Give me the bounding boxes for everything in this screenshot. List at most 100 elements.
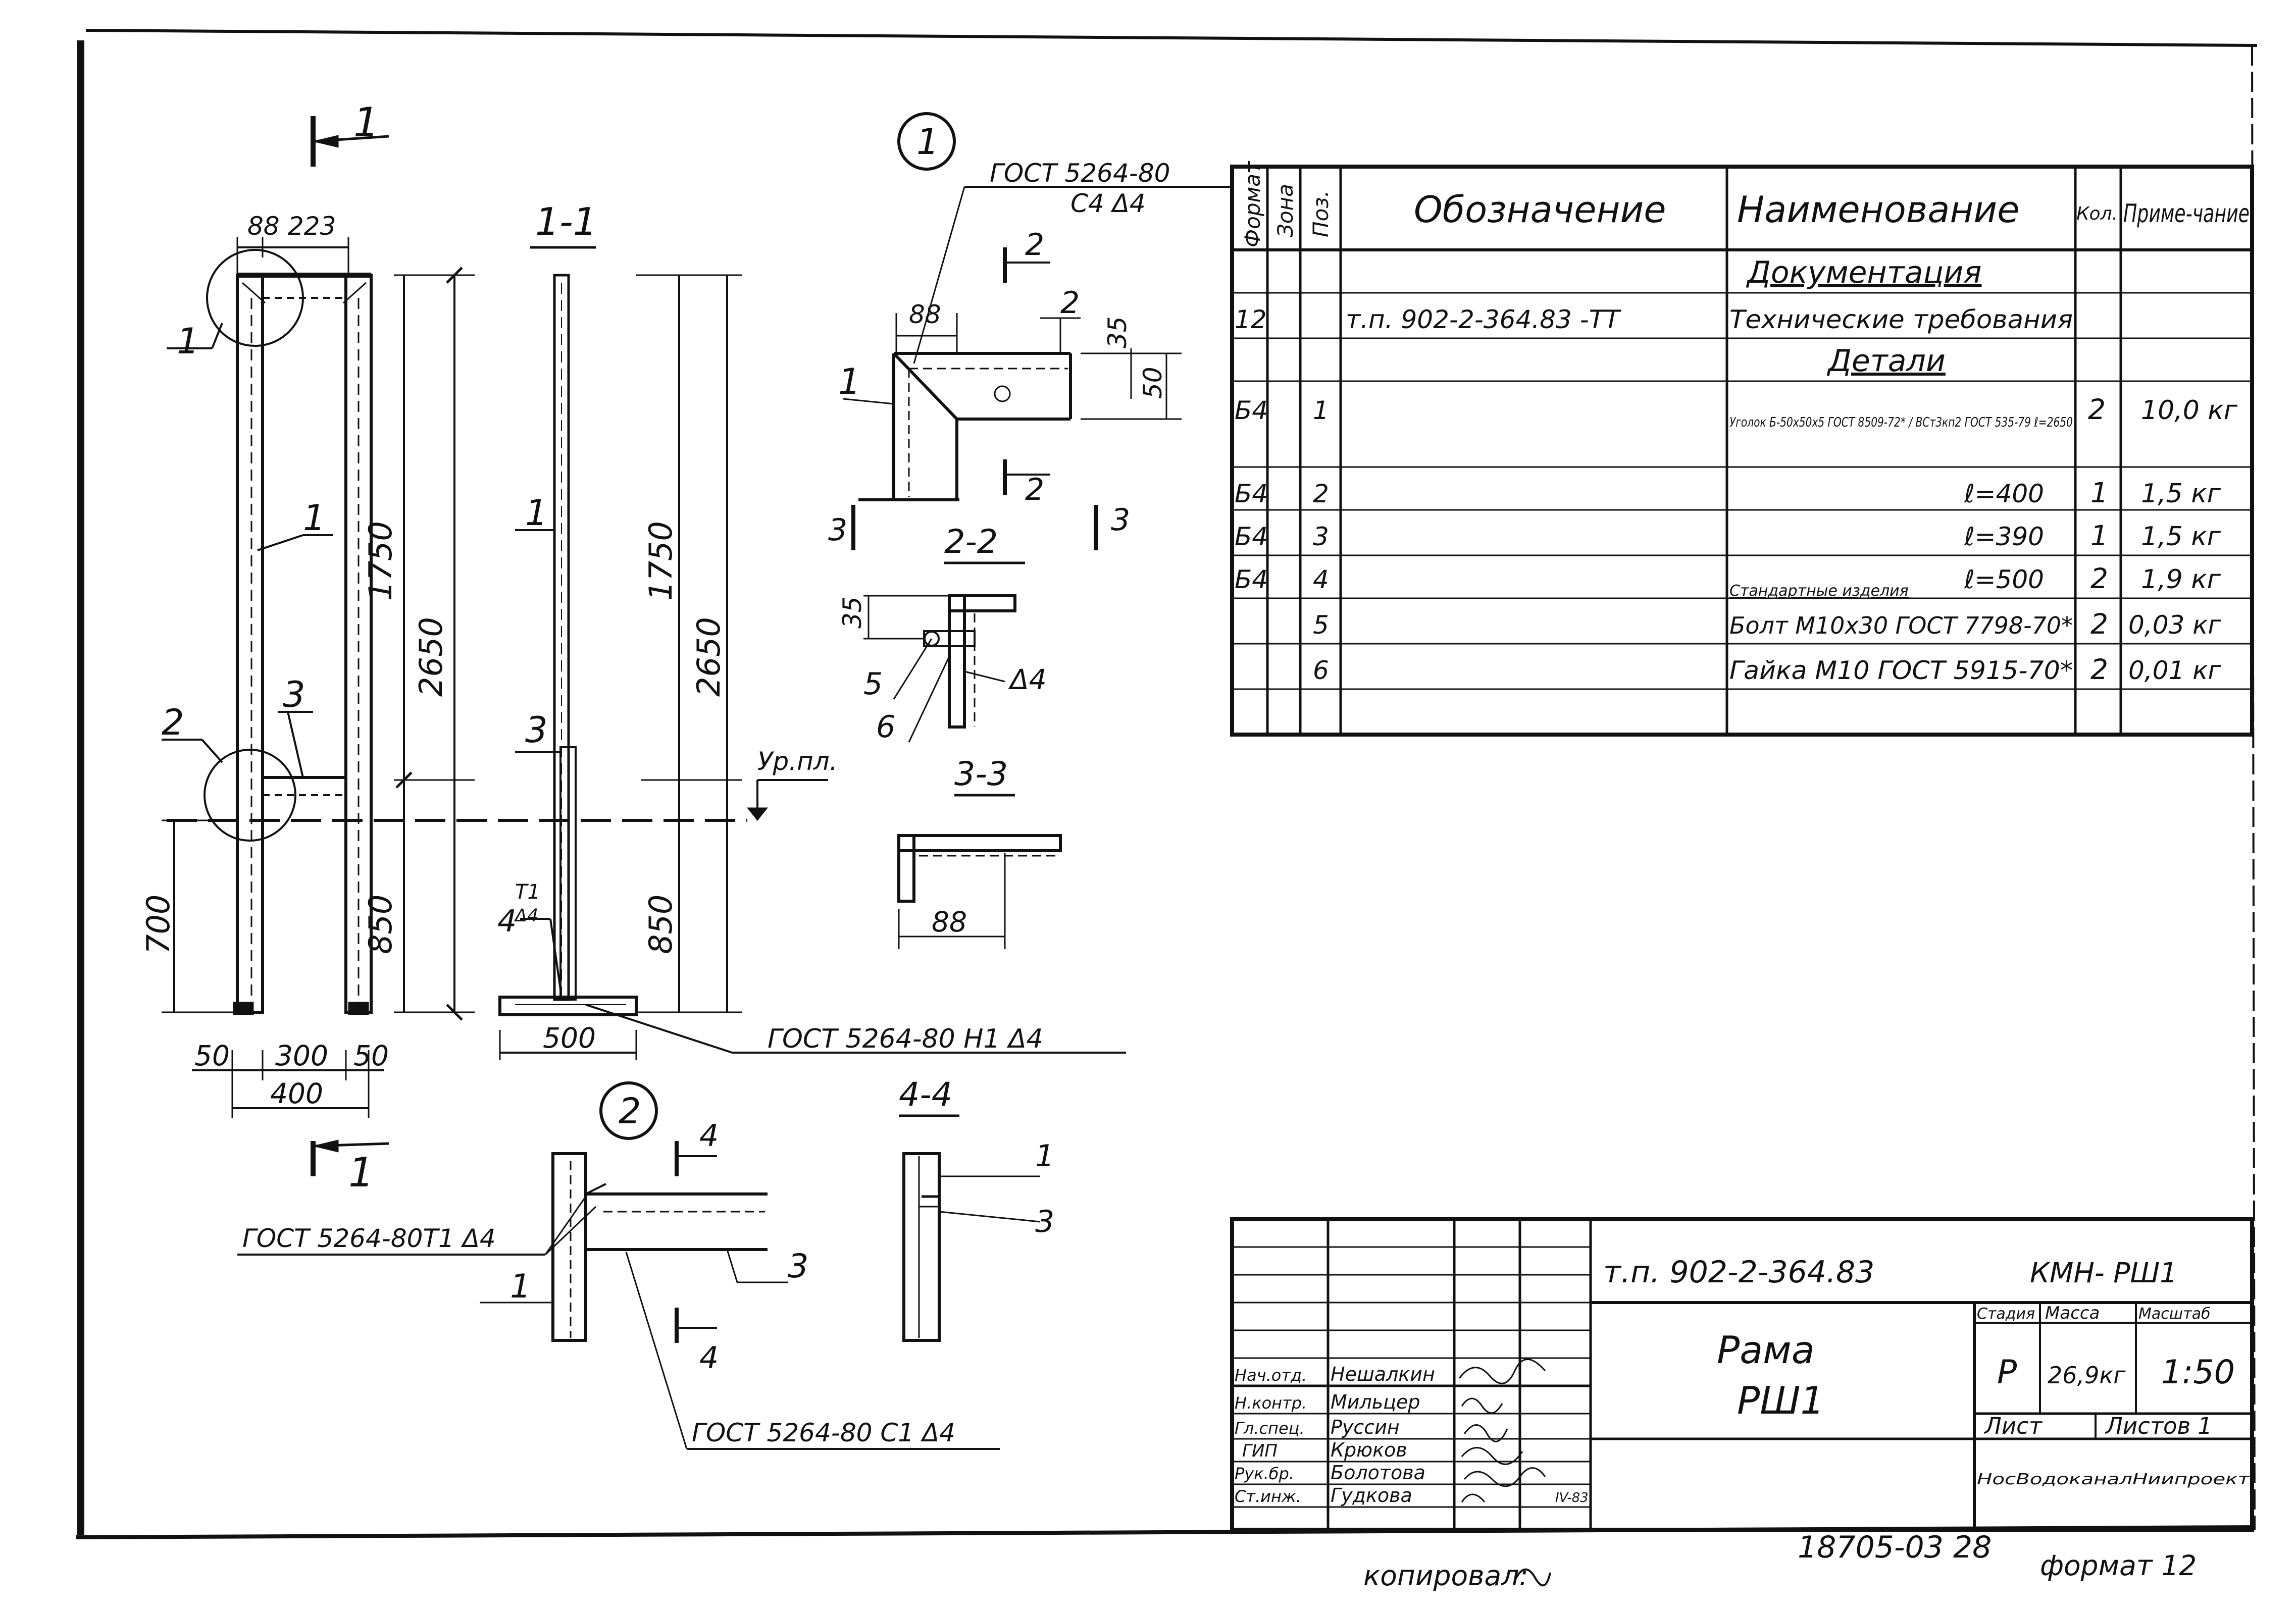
row-3-format: Б4: [1235, 522, 1268, 551]
row-2-pos: 2: [1313, 479, 1329, 508]
section-1-1-weld-d4: Δ4: [514, 906, 538, 926]
dim-88: 88: [247, 212, 280, 241]
dim-223: 223: [288, 212, 336, 241]
row-2-note: 1,5 кг: [2141, 479, 2221, 509]
row-5-qty: 2: [2090, 608, 2108, 640]
node-1-dim-88: 88: [909, 300, 941, 329]
row-5-name: Болт М10х30 ГОСТ 7798-70*: [1729, 612, 2073, 639]
row-6-qty: 2: [2090, 653, 2108, 686]
section-2-2-title: 2-2: [944, 523, 998, 561]
section-4-4: [899, 1114, 1041, 1342]
dim-50-left: 50: [194, 1040, 230, 1072]
section-4-4-labels: 4-4 1 3: [899, 1076, 1054, 1239]
node-1-cut-3-left: 3: [828, 512, 847, 548]
node-1-cut-2-top: 2: [1025, 227, 1044, 263]
signer-name-5: Гудкова: [1331, 1484, 1412, 1507]
row-4-note: 1,9 кг: [2141, 564, 2221, 595]
col-header-zone: Зона: [1273, 184, 1298, 237]
project-code: т.п. 902-2-364.83: [1603, 1255, 1874, 1290]
row-1-format: Б4: [1235, 396, 1268, 425]
col-header-designation: Обозначение: [1414, 188, 1666, 231]
sheet-code: КМН- РШ1: [2030, 1257, 2177, 1289]
dim-700: 700: [140, 895, 177, 954]
section-3-3-title: 3-3: [954, 755, 1008, 793]
callout-3: 3: [283, 674, 305, 715]
node-1-weld: С4 Δ4: [1070, 189, 1146, 218]
section-4-4-title: 4-4: [899, 1076, 952, 1114]
node-1-dim-35: 35: [1103, 316, 1132, 348]
node-2-pos-3: 3: [788, 1248, 808, 1285]
col-header-note: Приме-чание: [2123, 199, 2250, 228]
copier-signature: [1514, 1568, 1551, 1587]
node-2-pos-1: 1: [510, 1268, 531, 1306]
node-2-labels: 2 ГОСТ 5264-80Т1 Δ4 ГОСТ 5264-80 С1 Δ4 1…: [242, 1090, 955, 1447]
signer-role-0: Нач.отд.: [1235, 1366, 1307, 1385]
front-view: [162, 116, 747, 1176]
section-2-2-dim-35: 35: [838, 596, 867, 629]
floor-level-label: Ур.пл.: [757, 747, 838, 776]
sheet-label: Лист: [1983, 1413, 2043, 1439]
node-1-pos-1: 1: [838, 361, 861, 402]
standard-items-label: Стандартные изделия: [1729, 582, 1909, 600]
section-1-1-dim-1750: 1750: [642, 521, 679, 601]
dim-850: 850: [362, 895, 399, 954]
row-1-note: 10,0 кг: [2141, 395, 2238, 426]
node-1-circle-label: 1: [916, 121, 939, 163]
dim-300: 300: [275, 1040, 328, 1072]
signer-name-2: Руссин: [1331, 1416, 1400, 1438]
row-2-name: ℓ=400: [1964, 479, 2044, 508]
node-2-cut-4-top: 4: [699, 1118, 719, 1154]
row-6-pos: 6: [1313, 656, 1329, 685]
scale-header: Масштаб: [2138, 1305, 2211, 1323]
archive-number: 18705-03 28: [1798, 1530, 1992, 1565]
section-1-1-gost: ГОСТ 5264-80 Н1 Δ4: [768, 1024, 1043, 1054]
node-2-circle-label: 2: [619, 1090, 641, 1132]
node-1-gost: ГОСТ 5264-80: [990, 159, 1170, 188]
signer-name-4: Болотова: [1331, 1462, 1425, 1484]
row-1-pos: 1: [1313, 396, 1329, 425]
row-6-note: 0,01 кг: [2128, 656, 2221, 685]
row-5-pos: 5: [1313, 610, 1329, 640]
section-1-1-dim-2650: 2650: [690, 617, 727, 697]
signer-date-5: IV-83: [1555, 1490, 1589, 1505]
footer: копировал: 18705-03 28 формат 12: [1363, 1530, 2197, 1592]
section-1-1-pos-4: 4: [497, 904, 517, 939]
signatures: [1458, 1359, 1546, 1502]
section-4-4-pos-1: 1: [1035, 1138, 1054, 1174]
mass-value: 26,9кг: [2048, 1362, 2126, 1389]
signer-name-0: Нешалкин: [1331, 1363, 1435, 1385]
copied-by: копировал:: [1363, 1560, 1528, 1592]
row-0-name: Технические требования: [1729, 305, 2073, 334]
front-view-labels: 1 1 88 223 1 1 2 3 1750 2650 850 700 50 …: [140, 99, 449, 1196]
row-4-format: Б4: [1235, 565, 1268, 594]
node-2-gost-bottom: ГОСТ 5264-80 С1 Δ4: [692, 1418, 955, 1447]
scale-value: 1:50: [2161, 1354, 2235, 1391]
node-2: [237, 1081, 1000, 1450]
section-1-1-weld-t1: T1: [515, 880, 540, 904]
section-2-2-weld: Δ4: [1008, 663, 1047, 696]
frame-top: [85, 29, 2258, 47]
signer-name-1: Мильцер: [1331, 1391, 1420, 1413]
signer-role-3: ГИП: [1242, 1441, 1278, 1461]
spec-table: Формат Зона Поз. Обозначение Наименовани…: [1230, 161, 2254, 737]
node-2-gost: ГОСТ 5264-80Т1 Δ4: [242, 1224, 496, 1253]
dim-2650: 2650: [413, 617, 449, 697]
row-4-name: ℓ=500: [1964, 565, 2044, 594]
section-1-1-pos-3: 3: [525, 709, 548, 751]
row-1-qty: 2: [2088, 393, 2106, 426]
row-5-note: 0,03 кг: [2128, 610, 2221, 640]
dim-1750: 1750: [362, 521, 399, 601]
item-name-line1: Рама: [1717, 1328, 1815, 1372]
dim-400: 400: [270, 1077, 323, 1110]
section-parts: Детали: [1826, 343, 1946, 379]
section-1-1-dim-850: 850: [642, 895, 679, 954]
node-1-labels: 1 ГОСТ 5264-80 С4 Δ4 88 35 50 1 2 2 2 3 …: [828, 121, 1170, 548]
section-2-2-labels: 2-2 35 5 6 Δ4: [838, 523, 1047, 745]
signer-role-1: Н.контр.: [1235, 1393, 1307, 1413]
callout-1: 1: [177, 321, 199, 362]
col-header-pos: Поз.: [1308, 190, 1333, 237]
section-docs: Документация: [1746, 255, 1981, 290]
node-1-cut-3-right: 3: [1111, 502, 1130, 538]
row-1-name: Уголок Б-50х50х5 ГОСТ 8509-72* / ВСт3кп2…: [1729, 415, 2073, 430]
